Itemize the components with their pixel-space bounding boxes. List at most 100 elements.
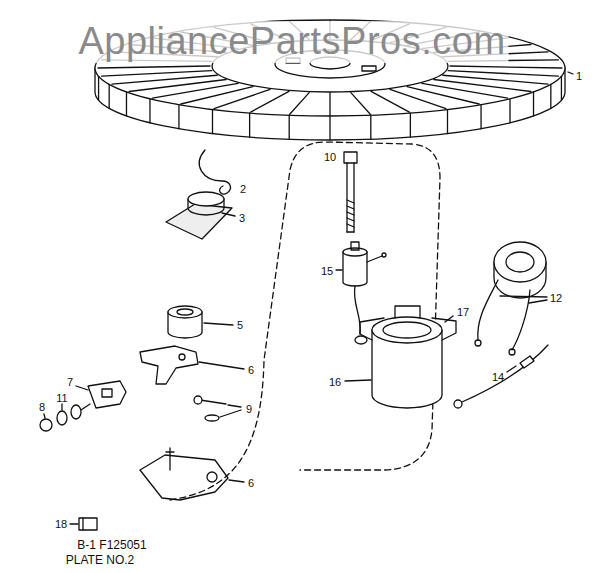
breaker-arm <box>199 362 244 369</box>
coil-core <box>360 318 384 340</box>
flywheel <box>561 76 562 100</box>
callout-number: 18 <box>55 518 67 530</box>
clip <box>70 523 78 524</box>
flywheel <box>422 83 508 98</box>
callout-number: 2 <box>240 183 246 195</box>
flywheel <box>126 92 127 116</box>
breaker-plate <box>140 455 228 500</box>
flywheel <box>109 84 110 108</box>
flywheel <box>289 115 290 139</box>
flywheel <box>329 93 330 115</box>
screw-washer <box>205 415 219 421</box>
callout-number: 6 <box>248 477 254 489</box>
callout-number: 14 <box>492 371 504 383</box>
screw-washer <box>200 400 226 404</box>
breaker-points <box>61 404 62 410</box>
bolt <box>344 152 357 163</box>
screw-washer <box>194 396 241 421</box>
flywheel <box>351 93 370 115</box>
breaker-points <box>81 404 90 410</box>
plate-title: PLATE NO.2 <box>66 554 134 567</box>
spring-wire <box>199 150 230 194</box>
ignition-coil <box>500 296 547 297</box>
flywheel <box>480 105 481 129</box>
flywheel <box>509 99 510 123</box>
flywheel <box>434 80 531 92</box>
breaker-points <box>102 389 112 397</box>
breaker-arm <box>140 346 244 384</box>
flywheel <box>550 84 551 108</box>
callout-number: 1 <box>576 70 582 82</box>
ignition-coil <box>512 290 530 350</box>
breaker-points <box>76 386 88 390</box>
flywheel <box>102 71 212 76</box>
ignition-coil <box>478 280 498 340</box>
ignition-coil <box>475 340 481 346</box>
screw-washer <box>220 410 241 417</box>
breaker-plate <box>207 472 217 482</box>
flywheel <box>178 105 179 129</box>
ground-wire <box>520 356 534 368</box>
cam-sleeve <box>168 306 233 338</box>
flywheel <box>447 110 448 134</box>
flywheel <box>249 113 250 137</box>
flywheel <box>362 66 376 71</box>
callout-number: 5 <box>237 319 243 331</box>
cam-boot <box>166 192 235 239</box>
flywheel <box>152 83 238 98</box>
screw-washer <box>194 396 202 404</box>
ground-wire <box>454 345 548 408</box>
bolt <box>347 231 354 232</box>
breaker-arm <box>140 346 198 384</box>
callout-number: 11 <box>56 392 67 404</box>
callout-number: 16 <box>329 376 341 388</box>
flywheel <box>290 93 309 115</box>
condenser <box>382 253 386 257</box>
callout-number: 7 <box>67 376 73 388</box>
bolt <box>346 163 347 232</box>
coil-core <box>383 322 431 338</box>
callout-number: 6 <box>248 364 254 376</box>
condenser <box>351 242 359 250</box>
watermark: AppliancePartsPros.com <box>75 21 508 63</box>
ignition-coil <box>494 242 546 282</box>
flywheel <box>112 75 217 84</box>
callout-number: 10 <box>324 151 336 163</box>
flywheel <box>149 99 150 123</box>
breaker-arm <box>179 354 185 360</box>
breaker-plate <box>169 448 170 470</box>
breaker-points <box>40 381 126 431</box>
plate-reference: B-1 F125051 <box>77 539 146 552</box>
screw-washer <box>228 405 241 407</box>
breaker-points <box>57 411 67 425</box>
breaker-plate <box>166 451 174 452</box>
coil-core <box>432 318 456 340</box>
ignition-coil <box>506 252 534 272</box>
callout-number: 9 <box>246 403 252 415</box>
flywheel <box>410 113 411 137</box>
callout-number: 8 <box>39 401 45 413</box>
magneto-illustration <box>568 72 573 74</box>
coil-core <box>395 306 420 318</box>
flywheel <box>533 92 534 116</box>
cam-boot <box>188 192 224 206</box>
coil-core <box>445 316 453 322</box>
ground-wire <box>454 400 462 408</box>
cam-sleeve <box>177 309 193 315</box>
cam-sleeve <box>168 306 202 318</box>
flywheel <box>450 66 562 68</box>
callout-number: 17 <box>457 306 469 318</box>
flywheel <box>371 91 409 112</box>
breaker-plate <box>229 480 244 482</box>
cam-boot <box>166 204 232 239</box>
bolt <box>344 152 357 232</box>
flywheel <box>329 116 330 140</box>
ignition-coil <box>529 300 547 303</box>
flywheel <box>181 87 253 104</box>
flywheel <box>370 115 371 139</box>
coil-core <box>345 380 371 381</box>
ground-wire <box>462 345 548 402</box>
flywheel <box>212 110 213 134</box>
callout-number: 3 <box>239 212 245 224</box>
